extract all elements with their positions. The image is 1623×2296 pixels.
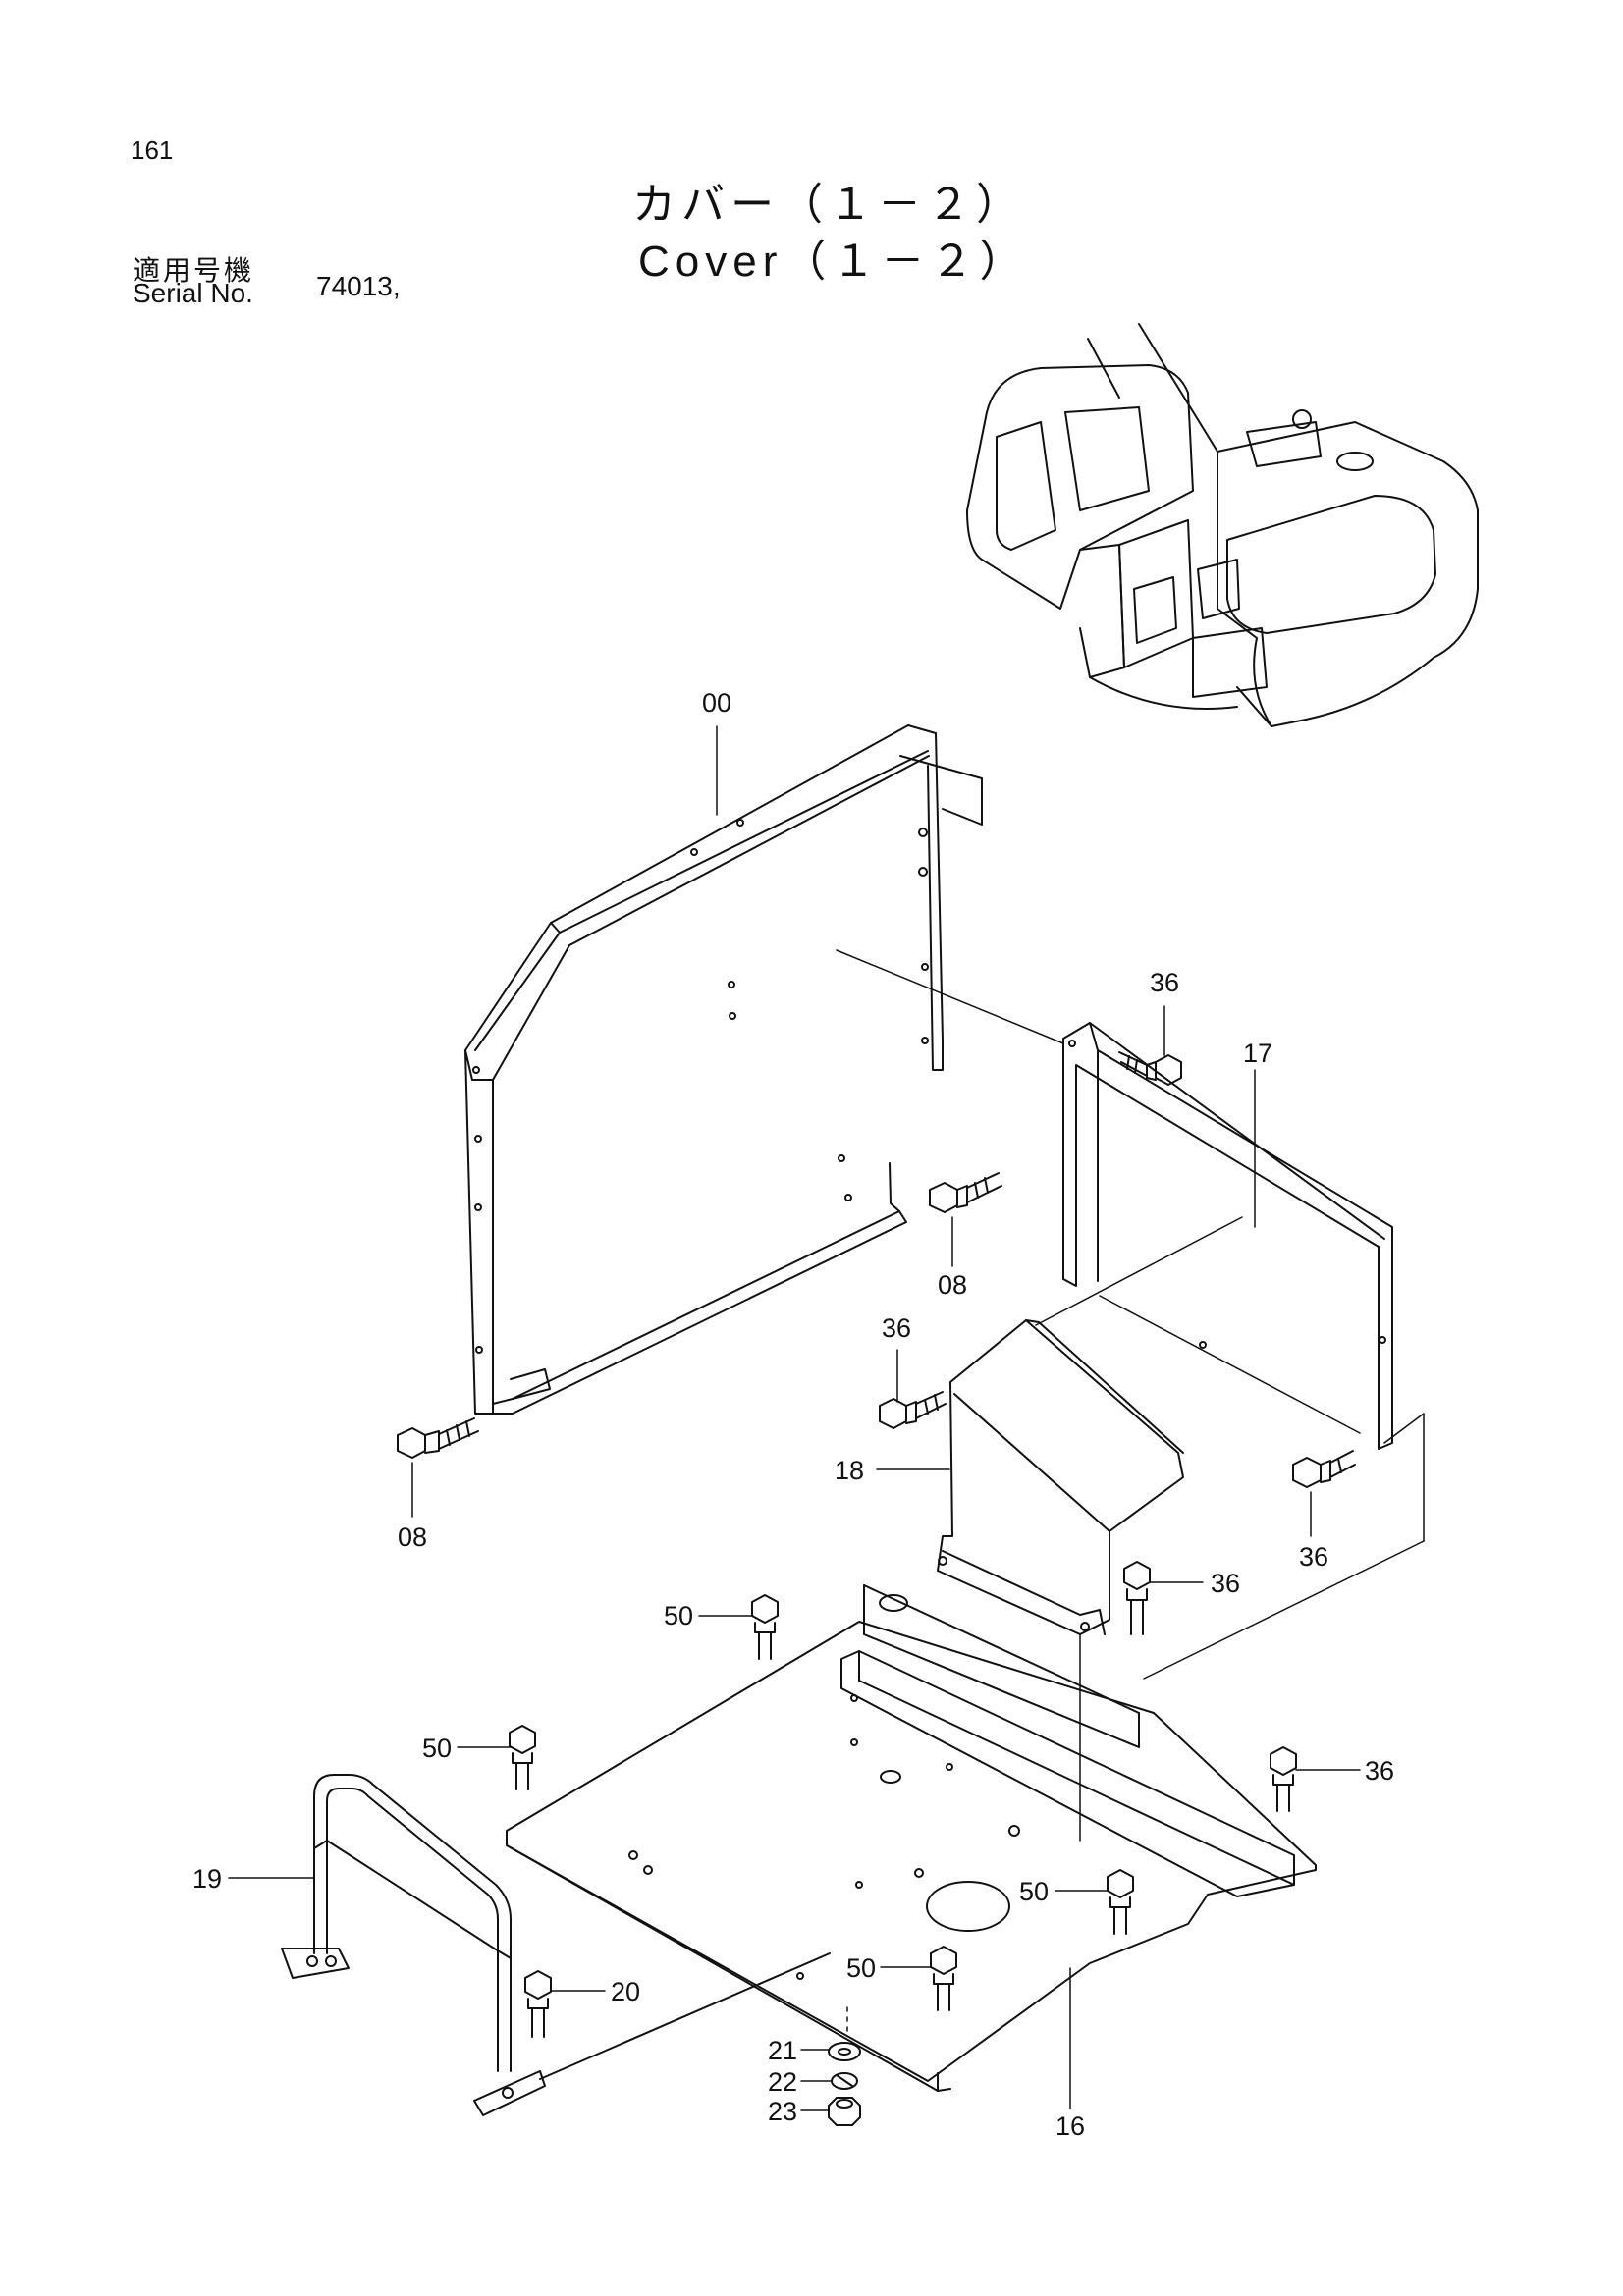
callout-36-floor: 36: [1365, 1756, 1394, 1786]
bolt-50-bottom: [930, 1946, 957, 2011]
callout-50-top: 50: [664, 1601, 693, 1630]
bolt-36-middle: [879, 1391, 947, 1429]
callout-36-lower: 36: [1211, 1569, 1240, 1598]
spring-washer-22: [831, 2072, 858, 2090]
callout-19: 19: [192, 1864, 222, 1894]
page-number: 161: [131, 135, 174, 165]
part-19-handrail: [281, 1774, 831, 2116]
bolt-50-top: [751, 1594, 779, 1660]
bolt-36-right: [1292, 1450, 1356, 1488]
part-18-bracket-cover: [937, 1319, 1184, 1635]
excavator-overview-illustration: [966, 323, 1479, 727]
part-16-floor-plate: [506, 1584, 1317, 2092]
applicable-model-label: 適用号機: [133, 255, 255, 286]
page-title-japanese: カバー（１－２）: [632, 181, 1025, 229]
callout-08-upper: 08: [938, 1270, 967, 1300]
callout-16: 16: [1055, 2111, 1085, 2141]
washer-21: [828, 2042, 861, 2061]
page-title-english: Cover（１－２）: [638, 238, 1029, 286]
nut-23: [828, 2097, 861, 2126]
serial-number-label: Serial No.: [133, 278, 253, 308]
bolt-36-lower: [1123, 1561, 1151, 1635]
reference-lines: [836, 949, 1425, 2038]
callout-08-left: 08: [398, 1522, 427, 1552]
callout-21: 21: [768, 2036, 797, 2065]
bolt-36-floor-right: [1270, 1746, 1297, 1812]
callout-50-right: 50: [1019, 1877, 1049, 1906]
callout-18: 18: [835, 1456, 864, 1485]
bolt-20: [524, 1970, 552, 2038]
callout-50-left: 50: [422, 1734, 452, 1763]
part-17-side-panel: [1062, 1022, 1393, 1450]
serial-number-value: 74013,: [316, 271, 401, 301]
callout-36-right: 36: [1299, 1542, 1328, 1572]
bolt-36-upper: [1118, 1051, 1182, 1086]
bolt-50-right: [1107, 1869, 1134, 1935]
callout-36-upper: 36: [1150, 968, 1179, 997]
part-00-frame: [464, 724, 983, 1415]
callout-36-middle: 36: [882, 1313, 911, 1343]
callout-23: 23: [768, 2097, 797, 2126]
bolt-50-left: [509, 1725, 536, 1790]
callout-00: 00: [702, 688, 731, 718]
bolt-08-upper: [929, 1172, 1002, 1213]
callout-17: 17: [1243, 1039, 1272, 1068]
callout-20: 20: [611, 1977, 640, 2006]
callout-leaders: [228, 725, 1361, 2111]
bolt-08-left: [397, 1417, 479, 1459]
callout-50-bottom: 50: [846, 1953, 876, 1983]
callout-22: 22: [768, 2067, 797, 2097]
